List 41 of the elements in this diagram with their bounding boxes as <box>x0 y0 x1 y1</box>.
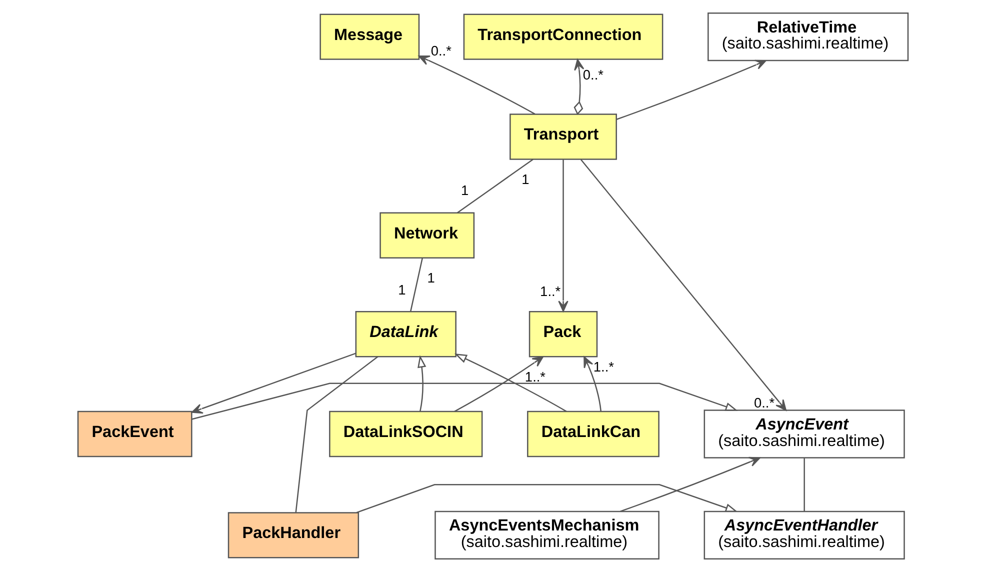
node-box: PackHandler <box>227 512 359 558</box>
node-box: DataLink <box>354 310 456 358</box>
arrow <box>583 356 601 412</box>
node-box: AsyncEventHandler (saito.sashimi.realtime) <box>703 510 904 560</box>
connector <box>803 458 804 512</box>
arrow <box>417 355 426 412</box>
node-box: Transport <box>509 114 616 160</box>
edge-label: 0..* <box>430 43 451 58</box>
node-box: Network <box>379 212 474 259</box>
node-box: Message <box>319 14 420 60</box>
node-box: AsyncEventsMechanism (saito.sashimi.realtime) <box>434 510 659 560</box>
node-box: RelativeTime (saito.sashimi.realtime) <box>707 12 908 62</box>
edge-label: 1 <box>398 282 406 298</box>
arrow <box>190 352 356 414</box>
edge-label: 0..* <box>753 396 774 411</box>
connector <box>409 258 423 312</box>
arrow <box>418 56 535 115</box>
edge-label: 0..* <box>582 67 604 82</box>
node-box: AsyncEvent (saito.sashimi.realtime) <box>703 410 904 458</box>
connector <box>294 356 378 512</box>
node-box: TransportConnection <box>462 14 663 60</box>
label: 1 <box>426 270 434 286</box>
arrow <box>191 382 738 420</box>
arrow <box>454 356 544 412</box>
arrow <box>573 59 584 116</box>
node-box: DataLinkCan <box>526 410 659 458</box>
node-box: Pack <box>528 310 598 358</box>
arrow <box>356 484 738 514</box>
edge-label: 1 <box>460 183 468 198</box>
node-box: DataLinkSOCIN <box>328 410 482 458</box>
arrow <box>558 160 568 312</box>
node-box: PackEvent <box>76 410 192 458</box>
arrow <box>454 354 566 412</box>
arrow <box>620 456 760 512</box>
edge-label: 1..* <box>540 284 560 300</box>
arrow <box>616 60 766 120</box>
connector <box>456 158 533 214</box>
arrow <box>580 159 786 411</box>
edge-label: 1..* <box>592 360 614 375</box>
edge-label: 1..* <box>524 369 546 384</box>
label: 1 <box>521 172 529 187</box>
